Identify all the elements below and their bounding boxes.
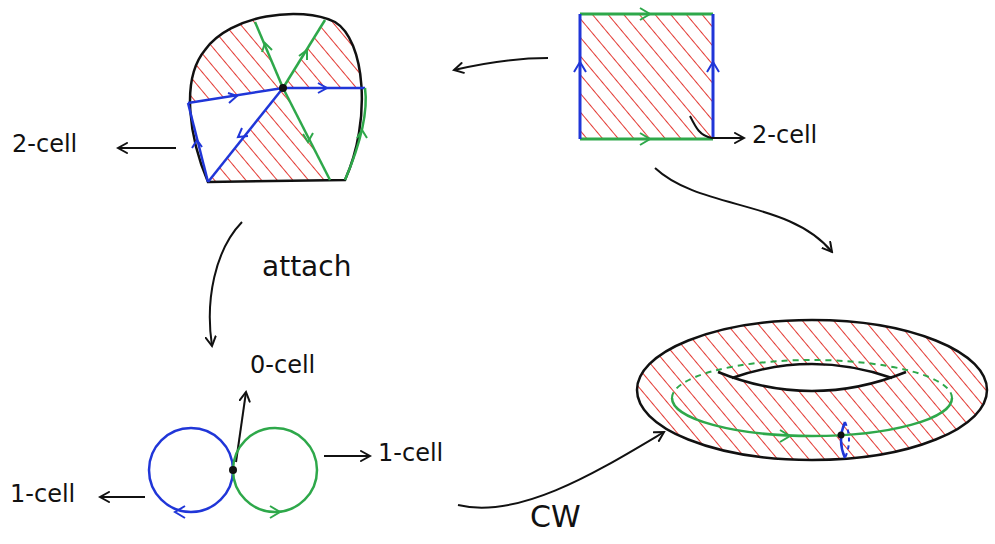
edge-arrow xyxy=(228,93,237,103)
blue-edge xyxy=(188,103,208,182)
blue-edge xyxy=(188,88,283,103)
cell-label: 2-cell xyxy=(752,122,817,148)
green-edge xyxy=(345,88,366,180)
blue-loop xyxy=(149,428,233,512)
edge-arrow xyxy=(192,140,202,148)
edge-arrow xyxy=(270,506,280,518)
edge-arrow xyxy=(303,133,313,142)
torus-hole xyxy=(732,365,892,390)
cell-label: attach xyxy=(262,252,351,283)
leader-arrow xyxy=(324,455,370,457)
edge-arrow xyxy=(640,8,650,20)
green-loop xyxy=(672,398,952,436)
blue-edge xyxy=(579,14,582,139)
torus-hole-edge xyxy=(732,364,892,378)
hatch-region xyxy=(200,88,330,210)
torus-outline xyxy=(637,320,987,460)
green-loop xyxy=(672,360,952,398)
leader-arrow xyxy=(690,116,744,138)
cell-disc xyxy=(150,0,420,210)
map-arrow xyxy=(655,168,832,252)
torus-hole-edge xyxy=(718,372,906,391)
green-edge xyxy=(283,88,330,180)
vertex-dot xyxy=(229,466,237,474)
green-edge xyxy=(255,22,283,88)
blue-edge xyxy=(208,88,283,182)
square-cell xyxy=(574,8,719,145)
cell-label: 1-cell xyxy=(378,440,443,466)
edge-arrow xyxy=(780,430,790,442)
cell-label: 1-cell xyxy=(10,481,75,507)
wedge-of-circles xyxy=(149,428,317,518)
edge-arrow xyxy=(238,128,248,137)
edge-arrow xyxy=(175,506,185,518)
green-loop xyxy=(233,428,317,512)
edge-arrow xyxy=(574,62,586,72)
edge-arrow xyxy=(640,133,650,145)
cell-label: CW xyxy=(530,500,581,533)
hatch-region xyxy=(150,0,283,103)
green-edge xyxy=(283,20,325,88)
leader-arrow xyxy=(118,147,176,149)
edge-arrow xyxy=(707,62,719,72)
cell-label: 2-cell xyxy=(12,131,77,157)
edge-arrow xyxy=(357,130,367,138)
edge-arrow xyxy=(262,43,272,52)
vertex-dot xyxy=(838,432,845,439)
map-arrow xyxy=(454,58,548,70)
edge-arrow xyxy=(299,50,307,60)
blue-loop xyxy=(845,422,849,458)
edge-arrow xyxy=(318,83,327,93)
blue-loop xyxy=(841,422,845,458)
blue-edge xyxy=(712,14,715,139)
attach-arrow xyxy=(210,222,242,346)
cell-label: 0-cell xyxy=(250,352,315,378)
cw-arrow xyxy=(458,432,664,508)
torus xyxy=(637,320,987,460)
leader-arrow xyxy=(100,496,145,498)
vertex-dot xyxy=(279,84,287,92)
